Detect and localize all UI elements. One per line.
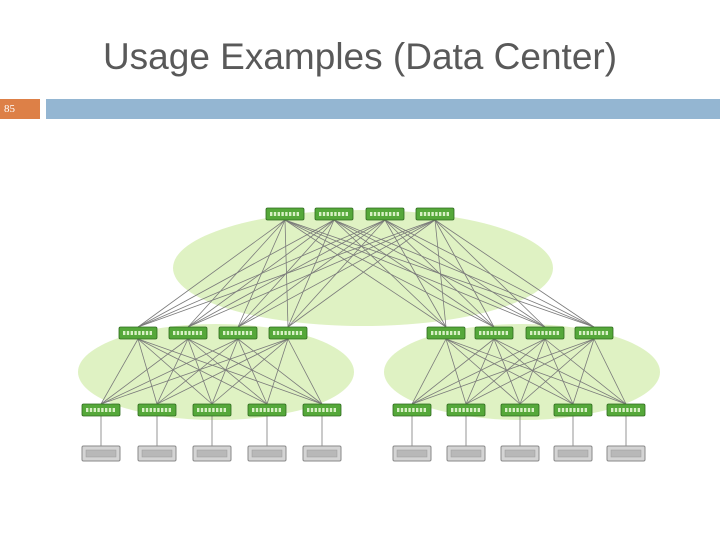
core-agg-link (384, 219, 546, 328)
core-agg-link (137, 219, 335, 328)
agg-edge-link (593, 338, 627, 405)
agg-edge-link (544, 338, 627, 405)
host-server (500, 445, 540, 462)
header-rule (46, 99, 720, 119)
agg-edge-link (156, 338, 239, 405)
edge-switch (606, 403, 646, 417)
host-server (392, 445, 432, 462)
host-server (137, 445, 177, 462)
aggregation-switch (474, 326, 514, 340)
core-agg-link (384, 219, 495, 328)
links (100, 219, 627, 446)
core-agg-link (384, 219, 447, 328)
agg-edge-link (137, 338, 213, 405)
slide-title: Usage Examples (Data Center) (102, 36, 618, 77)
agg-edge-link (187, 338, 268, 405)
host-server (81, 445, 121, 462)
agg-edge-link (411, 338, 546, 405)
agg-edge-link (211, 338, 289, 405)
agg-edge-link (411, 338, 495, 405)
aggregation-switch (426, 326, 466, 340)
host-server (247, 445, 287, 462)
core-agg-link (434, 219, 595, 328)
agg-edge-link (156, 338, 289, 405)
agg-edge-link (493, 338, 574, 405)
core-agg-link (434, 219, 495, 328)
agg-edge-link (187, 338, 213, 405)
edge-switch (500, 403, 540, 417)
core-agg-link (284, 219, 546, 328)
agg-edge-link (137, 338, 268, 405)
agg-edge-link (100, 338, 289, 405)
aggregation-switch (574, 326, 614, 340)
core-switch (365, 207, 405, 221)
agg-edge-link (519, 338, 595, 405)
host-server (606, 445, 646, 462)
edge-switch (446, 403, 486, 417)
core-agg-link (187, 219, 436, 328)
edge-switch (553, 403, 593, 417)
agg-edge-link (465, 338, 546, 405)
edge-switch (81, 403, 121, 417)
agg-edge-link (519, 338, 546, 405)
agg-edge-link (445, 338, 467, 405)
core-switch (265, 207, 305, 221)
core-agg-link (434, 219, 447, 328)
agg-edge-link (445, 338, 627, 405)
agg-edge-link (266, 338, 289, 405)
agg-edge-link (445, 338, 574, 405)
aggregation-switch (525, 326, 565, 340)
core-agg-link (137, 219, 386, 328)
aggregation-switch (218, 326, 258, 340)
core-switch (314, 207, 354, 221)
slide-number: 85 (0, 99, 40, 119)
core-agg-link (284, 219, 447, 328)
agg-edge-link (156, 338, 189, 405)
core-agg-link (333, 219, 595, 328)
agg-edge-link (100, 338, 139, 405)
agg-edge-link (187, 338, 323, 405)
host-server (192, 445, 232, 462)
aggregation-switch (118, 326, 158, 340)
core-agg-link (434, 219, 546, 328)
aggregation-switch (268, 326, 308, 340)
aggregation-switch (168, 326, 208, 340)
agg-edge-link (100, 338, 189, 405)
agg-edge-link (544, 338, 574, 405)
agg-edge-link (137, 338, 323, 405)
agg-edge-link (445, 338, 521, 405)
edge-switch (392, 403, 432, 417)
agg-edge-link (411, 338, 447, 405)
edge-switch (137, 403, 177, 417)
agg-edge-link (137, 338, 158, 405)
agg-edge-link (493, 338, 627, 405)
agg-edge-link (572, 338, 595, 405)
agg-edge-link (237, 338, 323, 405)
host-server (553, 445, 593, 462)
agg-edge-link (211, 338, 239, 405)
host-server (302, 445, 342, 462)
edge-switch (192, 403, 232, 417)
agg-edge-link (465, 338, 595, 405)
agg-edge-link (287, 338, 323, 405)
agg-edge-link (100, 338, 239, 405)
edge-switch (302, 403, 342, 417)
agg-edge-link (465, 338, 495, 405)
core-switch (415, 207, 455, 221)
agg-edge-link (237, 338, 268, 405)
host-server (446, 445, 486, 462)
core-agg-link (137, 219, 436, 328)
core-agg-link (287, 219, 436, 328)
agg-edge-link (493, 338, 521, 405)
core-agg-link (137, 219, 286, 328)
core-agg-link (237, 219, 436, 328)
agg-edge-link (411, 338, 595, 405)
edge-switch (247, 403, 287, 417)
